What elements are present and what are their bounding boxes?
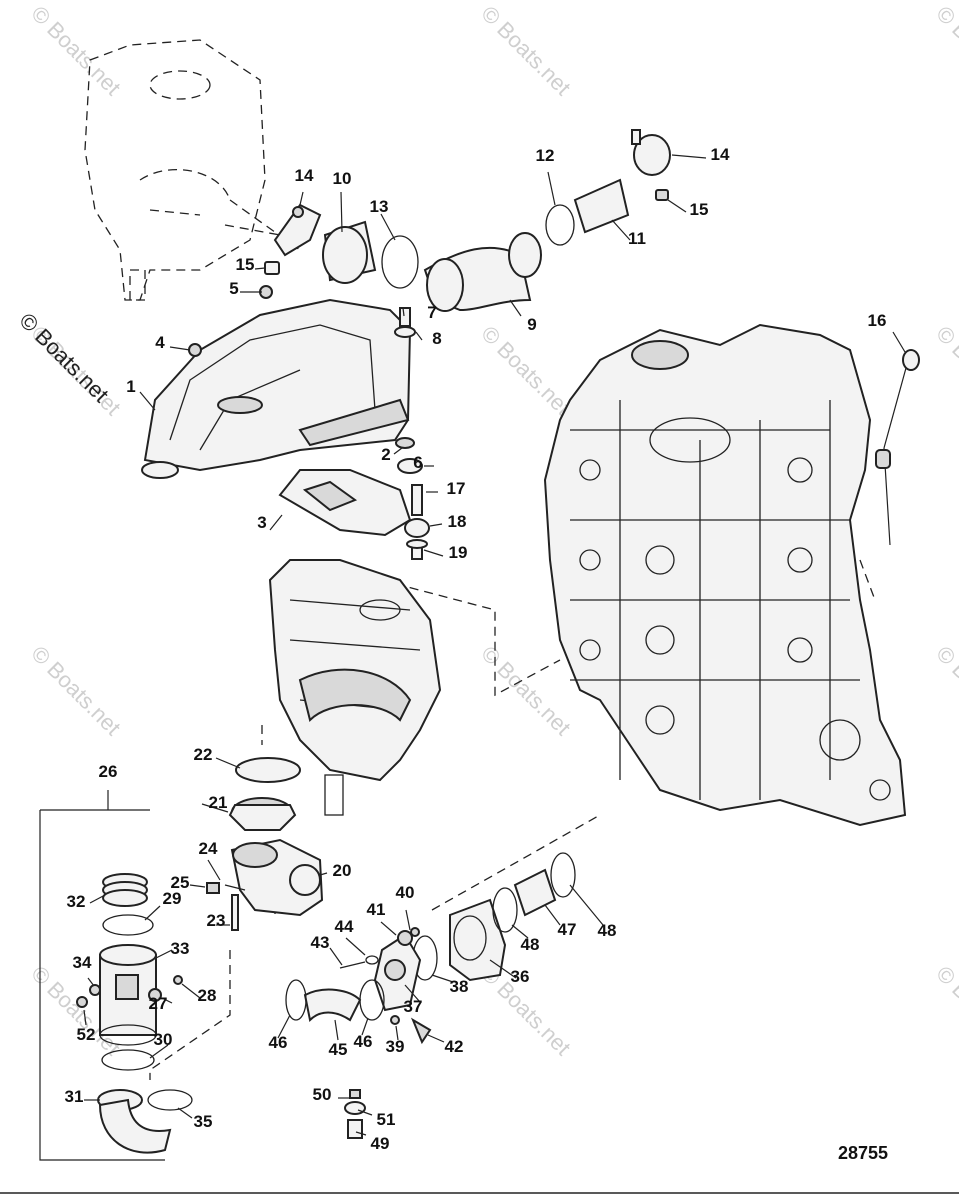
callout-number: 27 [149,994,168,1013]
callout-number: 48 [598,921,617,940]
watermark-text: © Boats.net [931,321,959,420]
watermark-text: © Boats.net [476,321,575,420]
callout-number: 1 [126,377,135,396]
silencer-group [76,873,193,1154]
callout-number: 32 [67,892,86,911]
watermark-text: © Boats.net [476,1,575,100]
throttle-body [206,838,324,931]
callout-number: 49 [371,1134,390,1153]
callout-number: 38 [450,977,469,996]
callout-number: 25 [171,873,190,892]
callout-number: 4 [155,333,165,352]
callout-number: 17 [447,479,466,498]
callout-number: 15 [690,200,709,219]
group-bracket [39,790,165,1161]
callout-number: 21 [209,793,228,812]
callout-number: 14 [295,166,314,185]
watermark-text: © Boats.net [931,961,959,1060]
air-silencer-cover [141,298,412,479]
air-filter [278,469,412,537]
callout-number: 28 [198,986,217,1005]
callout-number: 7 [427,303,436,322]
callout-number: 47 [558,920,577,939]
callout-number: 33 [171,939,190,958]
callout-number: 45 [329,1040,348,1059]
engine-block [543,323,907,827]
callout-number: 3 [257,513,266,532]
callout-number: 34 [73,953,92,972]
callout-number: 35 [194,1112,213,1131]
callout-number: 5 [229,279,238,298]
watermark-text: © Boats.net [26,1,125,100]
callout-number: 26 [99,762,118,781]
callout-number: 46 [269,1033,288,1052]
callout-number: 43 [311,933,330,952]
callout-number: 12 [536,146,555,165]
callout-number: 46 [354,1032,373,1051]
callout-number: 14 [711,145,730,164]
callout-number: 18 [448,512,467,531]
throttle-adapter [228,757,301,831]
watermark-text: © Boats.net [931,1,959,100]
callout-number: 19 [449,543,468,562]
callout-number: 23 [207,911,226,930]
callout-number: 11 [628,229,646,248]
intake-hoses [273,129,671,312]
callout-number: 22 [194,745,213,764]
drawing-number: 28755 [838,1143,888,1163]
dipstick [875,349,920,546]
callout-number: 36 [511,967,530,986]
callout-number: 31 [65,1087,84,1106]
callout-number: 30 [154,1030,173,1049]
callout-number: 24 [199,839,218,858]
callout-number: 40 [396,883,415,902]
callout-number: 44 [335,917,354,936]
callout-number: 39 [386,1037,405,1056]
intake-manifold [268,559,442,816]
watermark-text: © Boats.net [476,641,575,740]
callout-number: 13 [370,197,389,216]
callout-number: 9 [527,315,536,334]
callout-number: 2 [381,445,390,464]
callout-number: 16 [868,311,887,330]
engine-ghost-top [84,39,301,301]
watermark-text: © Boats.net [931,641,959,740]
callout-number: 15 [236,255,255,274]
callout-number: 42 [445,1037,464,1056]
copyright-text: © Boats.net [14,308,113,407]
hardware-cover [188,261,430,560]
callout-number: 10 [333,169,352,188]
callout-number: 50 [313,1085,332,1104]
callout-number: 52 [77,1025,96,1044]
callout-number: 20 [333,861,352,880]
callout-layer: 1234567891011121314141515161718192021222… [65,145,887,1153]
callout-number: 29 [163,889,182,908]
callout-number: 37 [404,997,423,1016]
callout-number: 48 [521,935,540,954]
recirculation-group [285,852,576,1139]
callout-number: 6 [413,453,422,472]
callout-number: 41 [367,900,386,919]
watermark-text: © Boats.net [26,641,125,740]
leader-lines [83,154,906,1136]
callout-number: 51 [377,1110,396,1129]
callout-number: 8 [432,329,441,348]
